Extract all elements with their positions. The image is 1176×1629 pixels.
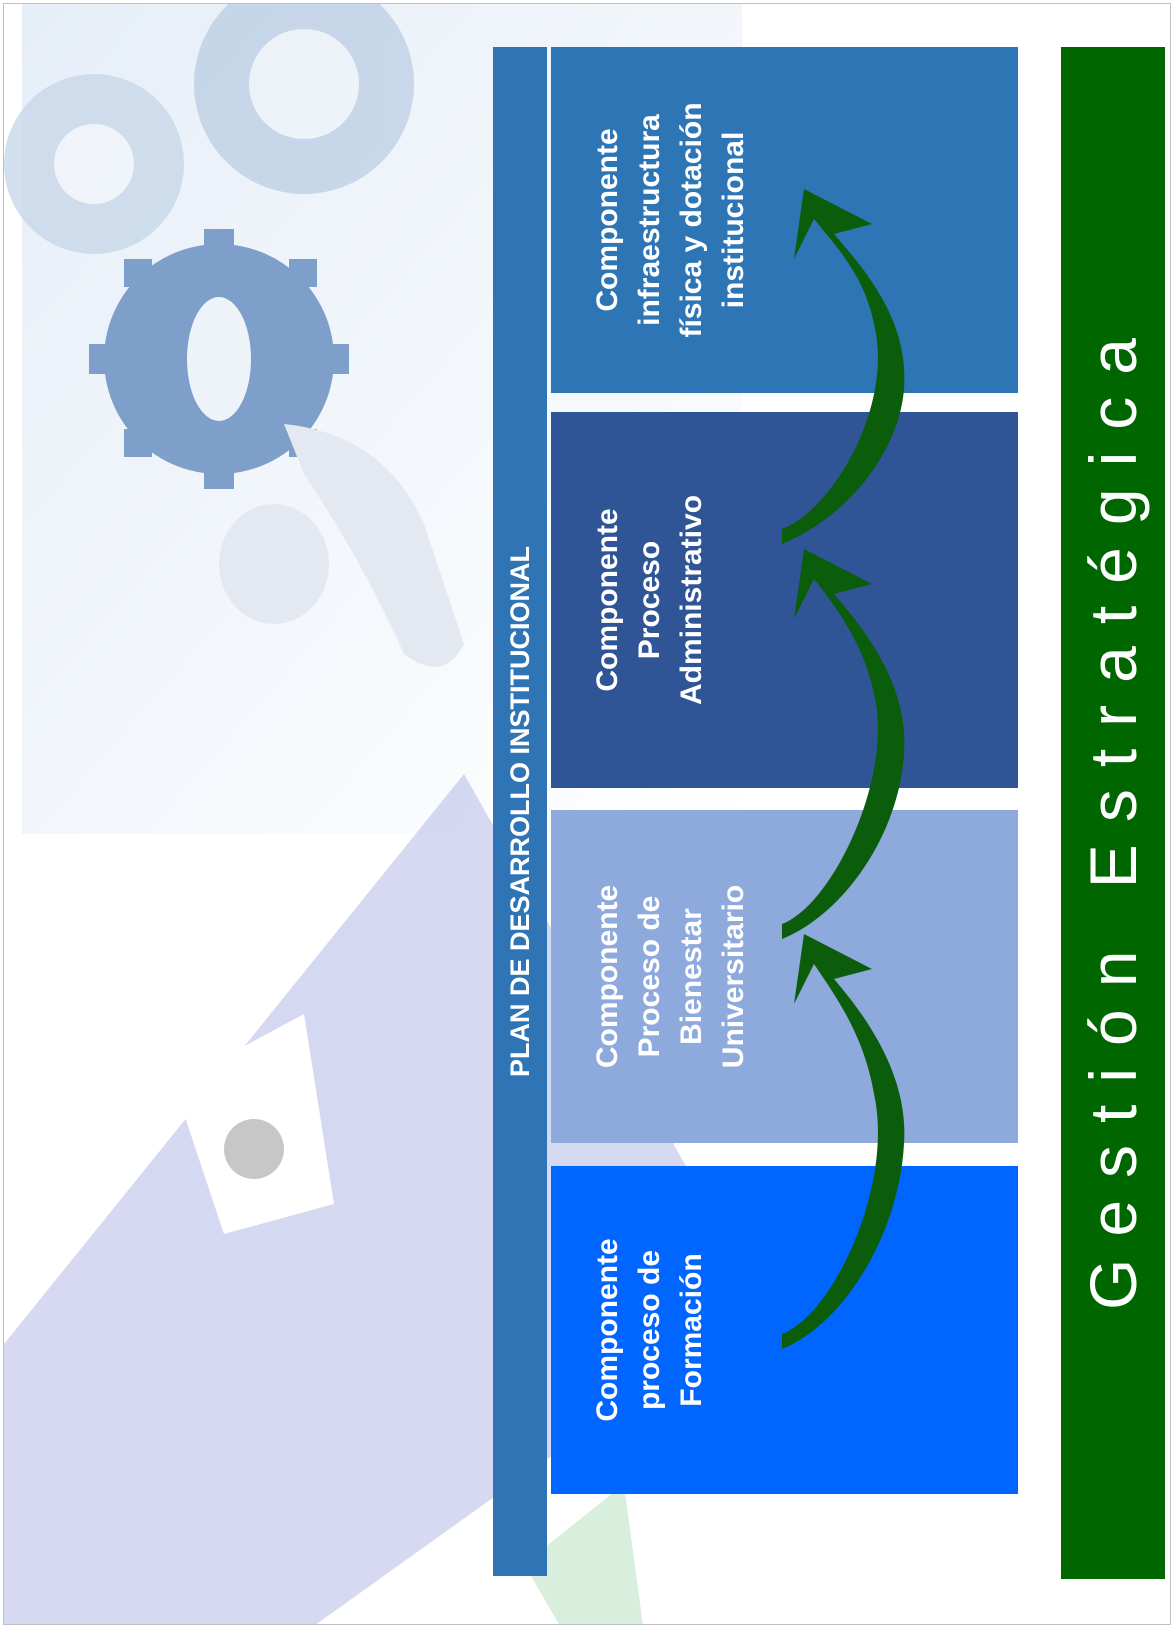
slide-frame: PLAN DE DESARROLLO INSTITUCIONAL Compone… [3, 3, 1171, 1625]
component-line: Administrativo [675, 494, 708, 706]
plan-title: PLAN DE DESARROLLO INSTITUCIONAL [505, 546, 535, 1077]
gestion-band: Gestión Estratégica [1061, 47, 1165, 1579]
component-line: Componente [591, 1238, 624, 1422]
component-administrativo: Componente Proceso Administrativo [551, 412, 1018, 788]
component-line: Formación [675, 1253, 708, 1407]
component-line: física y dotación [675, 102, 708, 338]
component-formacion-text: Componente proceso de Formación [551, 1166, 1018, 1494]
component-infraestructura-text: Componente infraestructura física y dota… [551, 47, 1018, 393]
component-line: Universitario [717, 884, 750, 1069]
component-line: Componente [591, 884, 624, 1069]
component-line: proceso de [633, 1249, 666, 1411]
component-bienestar-text: Componente Proceso de Bienestar Universi… [551, 810, 1018, 1143]
component-infraestructura: Componente infraestructura física y dota… [551, 47, 1018, 393]
figure-silhouette [219, 424, 464, 667]
gear-icon [4, 74, 184, 254]
component-line: Proceso de [633, 895, 666, 1058]
component-line: Componente [591, 508, 624, 692]
component-line: infraestructura [633, 114, 666, 326]
component-line: Bienestar [675, 908, 708, 1045]
component-line: Proceso [633, 540, 666, 660]
component-line: institucional [717, 131, 750, 309]
gear-icon [194, 4, 414, 194]
component-administrativo-text: Componente Proceso Administrativo [551, 412, 1018, 788]
gear-icon [89, 229, 349, 489]
component-bienestar: Componente Proceso de Bienestar Universi… [551, 810, 1018, 1143]
gestion-label: Gestión Estratégica [1076, 316, 1150, 1310]
plan-header: PLAN DE DESARROLLO INSTITUCIONAL [493, 47, 547, 1576]
component-line: Componente [591, 128, 624, 312]
component-formacion: Componente proceso de Formación [551, 1166, 1018, 1494]
